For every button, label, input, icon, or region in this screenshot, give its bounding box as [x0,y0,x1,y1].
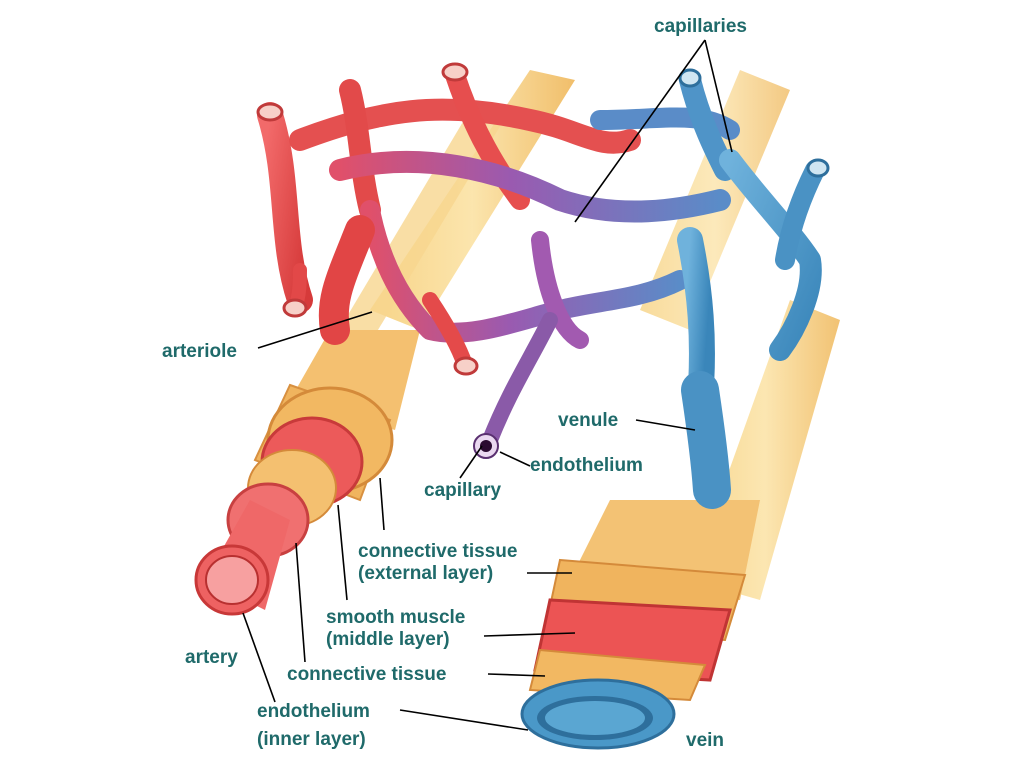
label-venule: venule [558,410,619,431]
label-connective-tissue-external-line2: (external layer) [358,563,494,584]
label-arteriole: arteriole [162,341,237,362]
label-endothelium-inner-line2: (inner layer) [257,729,366,750]
label-connective-tissue-external-line1: connective tissue [358,541,518,562]
label-smooth-muscle-line2: (middle layer) [326,629,450,650]
vein-vessel [520,500,760,750]
label-vein: vein [686,730,725,751]
label-capillaries: capillaries [654,16,747,37]
capillary-network [257,65,825,509]
label-endothelium-inner-line1: endothelium [257,701,370,722]
label-artery: artery [185,647,238,668]
label-endothelium-capillary: endothelium [530,455,643,476]
label-smooth-muscle-line1: smooth muscle [326,607,466,628]
leader-lines [242,39,733,731]
label-connective-tissue: connective tissue [287,664,447,685]
vessel-ends [256,62,830,459]
artery-vessel [194,330,420,616]
label-capillary: capillary [424,480,502,501]
